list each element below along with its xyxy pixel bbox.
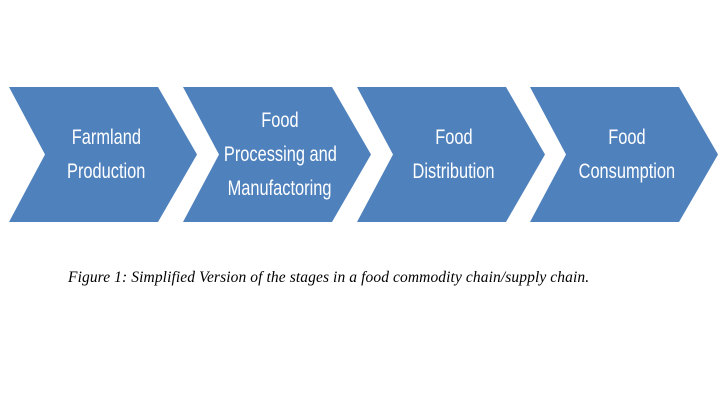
stage-label-line: Production (66, 159, 146, 183)
stage-label-line: Food (608, 125, 646, 149)
chevron-arrow-icon (357, 87, 545, 222)
stage-food-distribution: Food Distribution (357, 87, 545, 222)
supply-chain-diagram: Farmland Production Food Processing and … (9, 87, 718, 222)
stage-label-line: Food (261, 108, 299, 132)
stage-label: Farmland Production (45, 87, 167, 222)
stage-label-line: Distribution (413, 159, 495, 183)
stage-farmland-production: Farmland Production (9, 87, 197, 222)
stage-label: Food Processing and Manufactoring (219, 87, 341, 222)
stage-food-processing: Food Processing and Manufactoring (183, 87, 371, 222)
figure-caption: Figure 1: Simplified Version of the stag… (68, 269, 590, 286)
stage-food-consumption: Food Consumption (530, 87, 718, 222)
stage-label-line: Consumption (578, 159, 676, 183)
chevron-arrow-icon (183, 87, 371, 222)
chevron-arrow-icon (9, 87, 197, 222)
stage-label-line: Manufactoring (228, 176, 332, 200)
stage-label: Food Distribution (393, 87, 515, 222)
stage-label: Food Consumption (566, 87, 688, 222)
stage-label-line: Food (435, 125, 473, 149)
stage-label-line: Farmland (71, 125, 141, 149)
chevron-arrow-icon (530, 87, 718, 222)
stage-label-line: Processing and (223, 142, 337, 166)
